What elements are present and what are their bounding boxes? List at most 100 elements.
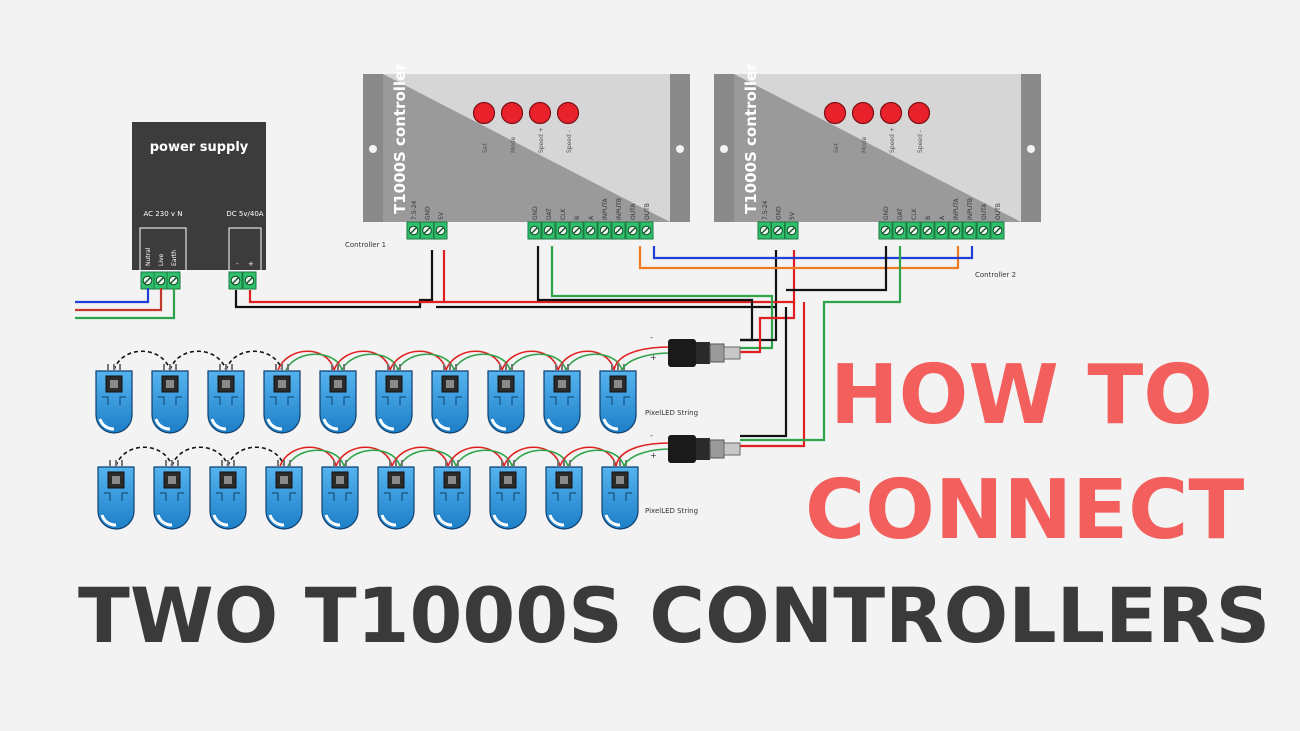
pixel-chip-core: [336, 476, 344, 484]
pixel-led: [265, 460, 303, 530]
pixel-led: [319, 364, 357, 434]
wire-dc-plus-ctrl1: [248, 250, 446, 304]
pixel-shell: [263, 370, 301, 434]
wire-ac-live: [75, 288, 163, 312]
pixel-link-red-5: [389, 350, 447, 371]
signal-terminal-label-2: CLK: [560, 207, 567, 220]
pixel-pin: [333, 460, 335, 466]
pixel-trace: [160, 492, 184, 501]
pixel-shell: [97, 466, 135, 530]
pixel-pin: [563, 460, 565, 466]
pixel-shell: [489, 466, 527, 530]
signal-terminal-0: [527, 221, 542, 240]
pixel-pin: [455, 364, 457, 370]
signal-terminal-7: [976, 221, 991, 240]
signal-terminal-7-slot: [980, 227, 987, 234]
pixel-pin: [555, 364, 557, 370]
signal-terminal-label-2: CLK: [911, 207, 918, 220]
pixel-pin: [505, 364, 507, 370]
power-supply-title: power supply: [150, 140, 249, 155]
pixel-chip-core: [224, 476, 232, 484]
controller-button-label-0: Set: [482, 143, 489, 154]
controller-button-label-2: Speed +: [889, 127, 896, 153]
pixel-link-green-4: [343, 449, 401, 467]
wire-ctrl1-gnd: [536, 246, 754, 342]
signal-terminal-3: [569, 221, 584, 240]
pixel-link-green-7: [511, 449, 569, 467]
wire-string1-vcc: [740, 302, 796, 354]
controller-button-label-0: Set: [833, 143, 840, 154]
pixel-led: [487, 364, 525, 434]
pixel-pin: [177, 460, 179, 466]
pixel-highlight: [380, 514, 397, 527]
pixel-chip-core: [504, 476, 512, 484]
signal-terminal-label-8: OUTB: [995, 203, 1002, 220]
signal-terminal-label-5: INPUTA: [953, 198, 960, 220]
wire-ac-neutral: [75, 288, 150, 304]
pixel-led: [601, 460, 639, 530]
plug-pin: [723, 442, 741, 456]
pixel-link-green-6: [453, 353, 511, 371]
power-terminal-1: [771, 221, 785, 240]
wire-ctrl1-dat: [550, 246, 774, 350]
signal-terminal-1: [541, 221, 556, 240]
pixel-pin: [275, 364, 277, 370]
wire-string2-vcc: [740, 302, 806, 448]
pixel-chip-core: [168, 476, 176, 484]
pixel-pin: [107, 364, 109, 370]
dc-terminal-0: [228, 271, 243, 290]
pixel-link-dashed-1: [171, 446, 229, 467]
pixel-link-dashed-2: [227, 446, 285, 467]
signal-terminal-8: [639, 221, 654, 240]
controller-button-label-1: Mode: [861, 136, 868, 153]
pixel-pin: [557, 460, 559, 466]
pixel-chip-core: [390, 380, 398, 388]
pixel-pin: [113, 364, 115, 370]
pixel-shell: [375, 370, 413, 434]
pixel-link-red-3: [277, 350, 335, 371]
signal-terminal-1-slot: [896, 227, 903, 234]
pixel-pin: [227, 460, 229, 466]
pixel-chip-core: [558, 380, 566, 388]
power-terminal-2: [784, 221, 799, 240]
pixel-link-green-3: [285, 353, 343, 371]
pixel-led: [151, 364, 189, 434]
pixel-pin: [337, 364, 339, 370]
signal-terminal-label-4: A: [939, 215, 946, 220]
ac-terminal-block: [140, 271, 181, 290]
mount-hole-right: [1027, 145, 1035, 153]
dc-terminal-0-slot: [232, 277, 239, 284]
pixel-pin: [225, 364, 227, 370]
pixel-pin: [499, 364, 501, 370]
pixel-led: [489, 460, 527, 530]
pixel-chip-core: [616, 476, 624, 484]
pixel-pin: [401, 460, 403, 466]
pixel-pin: [175, 364, 177, 370]
pixel-trace: [158, 396, 182, 405]
pixel-link-green-8: [567, 449, 625, 467]
pixel-led: [153, 460, 191, 530]
power-terminal-2: [433, 221, 448, 240]
pixel-pin: [331, 364, 333, 370]
pixel-link-green-6: [455, 449, 513, 467]
pixel-shell: [319, 370, 357, 434]
power-supply-body: [132, 122, 266, 270]
pixel-highlight: [436, 514, 453, 527]
pixel-highlight: [156, 514, 173, 527]
wires: [75, 246, 974, 448]
controller-name: T1000S controller: [742, 63, 760, 214]
string-2-plus-mark: +: [650, 451, 657, 460]
power-terminal-0: [406, 221, 421, 240]
signal-terminal-5: [948, 221, 963, 240]
pixel-highlight: [604, 514, 621, 527]
pixel-highlight: [100, 514, 117, 527]
controller-caption: Controller 1: [345, 241, 386, 249]
pixel-trace: [496, 492, 520, 501]
headline-line-2: CONNECT: [805, 463, 1245, 558]
signal-terminal-3-slot: [573, 227, 580, 234]
pixel-trace: [382, 396, 406, 405]
plug-tip: [709, 439, 725, 459]
controller-button-2: [879, 101, 903, 125]
pixel-chip-core: [502, 380, 510, 388]
